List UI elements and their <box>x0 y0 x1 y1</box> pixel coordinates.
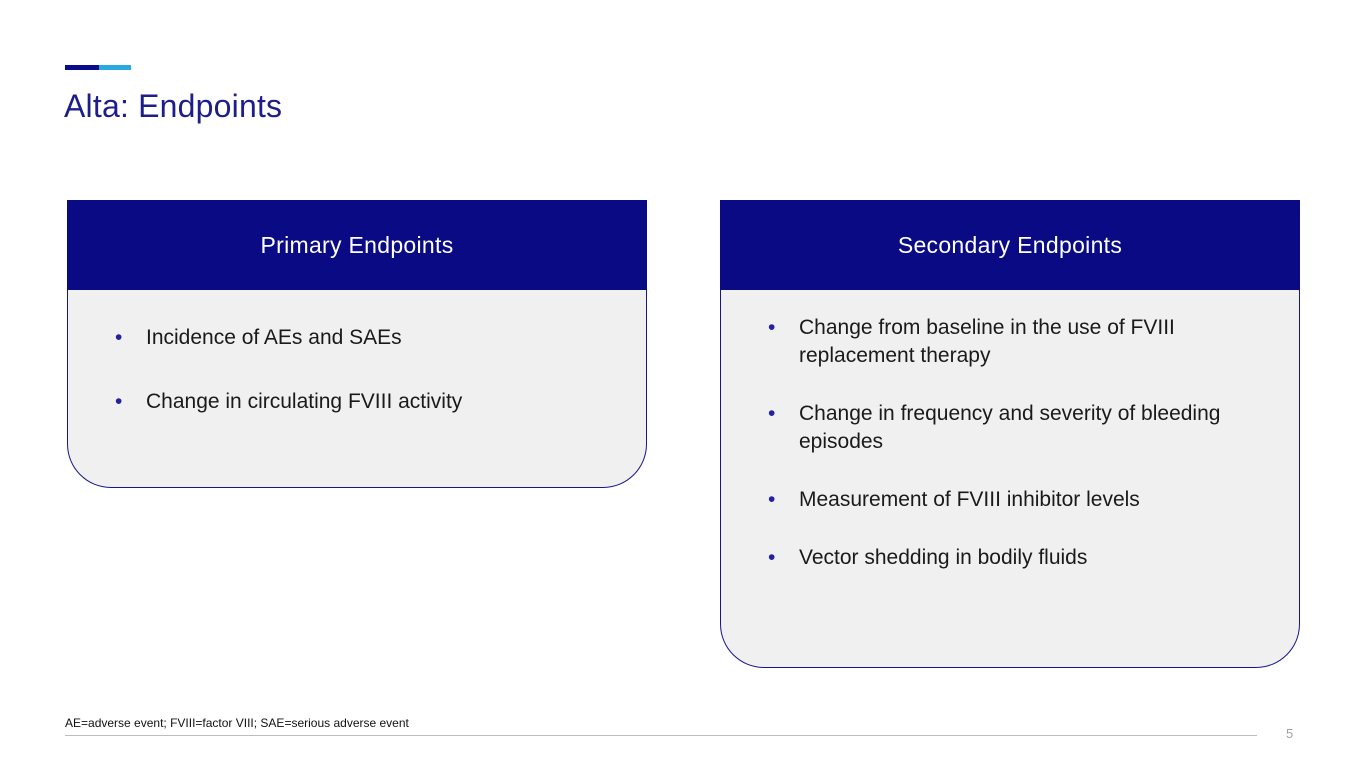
bullet-text: Change in frequency and severity of blee… <box>799 401 1221 453</box>
list-item: Vector shedding in bodily fluids <box>766 544 1263 572</box>
secondary-endpoints-list: Change from baseline in the use of FVIII… <box>721 290 1299 572</box>
primary-endpoints-list: Incidence of AEs and SAEs Change in circ… <box>68 290 646 416</box>
list-item: Measurement of FVIII inhibitor levels <box>766 486 1263 514</box>
bullet-text: Change from baseline in the use of FVIII… <box>799 316 1175 367</box>
accent-light-segment <box>99 65 131 70</box>
list-item: Change in frequency and severity of blee… <box>766 400 1263 456</box>
accent-dark-segment <box>65 65 99 70</box>
list-item: Change in circulating FVIII activity <box>113 388 610 416</box>
primary-endpoints-card: Primary Endpoints Incidence of AEs and S… <box>67 200 647 488</box>
primary-endpoints-header-label: Primary Endpoints <box>260 231 454 258</box>
bullet-text: Incidence of AEs and SAEs <box>146 326 402 349</box>
bullet-text: Vector shedding in bodily fluids <box>799 545 1088 569</box>
list-item: Change from baseline in the use of FVIII… <box>766 314 1263 370</box>
bullet-text: Change in circulating FVIII activity <box>146 389 463 413</box>
primary-endpoints-body: Incidence of AEs and SAEs Change in circ… <box>67 290 647 488</box>
secondary-endpoints-card: Secondary Endpoints Change from baseline… <box>720 200 1300 668</box>
footnote: AE=adverse event; FVIII=factor VIII; SAE… <box>65 716 409 730</box>
slide-title: Alta: Endpoints <box>64 88 283 124</box>
list-item: Incidence of AEs and SAEs <box>113 324 610 352</box>
secondary-endpoints-header: Secondary Endpoints <box>720 200 1300 290</box>
primary-endpoints-header: Primary Endpoints <box>67 200 647 290</box>
secondary-endpoints-header-label: Secondary Endpoints <box>897 231 1123 258</box>
page-number: 5 <box>1286 726 1294 741</box>
footer-divider <box>65 735 1257 736</box>
title-accent-bar <box>65 65 131 70</box>
bullet-text: Measurement of FVIII inhibitor levels <box>799 487 1140 511</box>
secondary-endpoints-body: Change from baseline in the use of FVIII… <box>720 290 1300 668</box>
